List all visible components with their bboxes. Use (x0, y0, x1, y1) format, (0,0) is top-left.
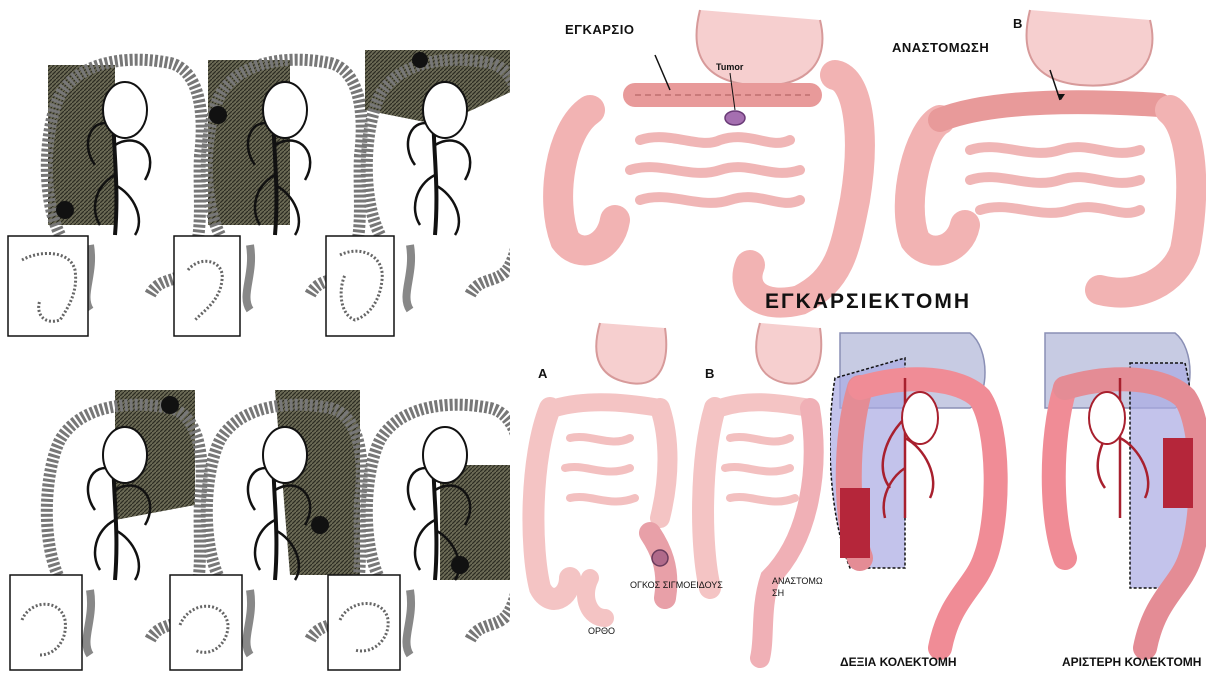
transverse-colectomy-panel: ΕΓΚΑΡΣΙΟ Tumor B ΑΝΑΣΤΟΜΩΣΗ (520, 0, 1206, 320)
bw-diagrams-svg (0, 0, 510, 675)
inset-box-4 (10, 575, 82, 670)
main-title: ΕΓΚΑΡΣΙΕΚΤΟΜΗ (765, 290, 971, 314)
inset-box-1 (8, 236, 88, 336)
inset-box-5 (170, 575, 242, 670)
transverse-illustration-svg (520, 0, 1206, 320)
label-anastomosis-line1: ΑΝΑΣΤΟΜΩ (772, 576, 823, 586)
label-right-colectomy: ΔΕΞΙΑ ΚΟΛΕΚΤΟΜΗ (840, 655, 957, 669)
sigmoid-after (703, 323, 821, 658)
label-tumor: Tumor (716, 62, 743, 72)
sigmoid-illustration-svg (510, 318, 830, 675)
bw-diagrams-panel (0, 0, 510, 675)
colectomy-illustration-svg (830, 318, 1206, 675)
colectomy-panel: ΔΕΞΙΑ ΚΟΛΕΚΤΟΜΗ ΑΡΙΣΤΕΡΗ ΚΟΛΕΚΤΟΜΗ (830, 318, 1206, 675)
label-panel-a: A (538, 366, 548, 381)
sigmoid-panel: A B ΟΓΚΟΣ ΣΙΓΜΟΕΙΔΟΥΣ ΟΡΘΟ ΑΝΑΣΤΟΜΩ ΣΗ (510, 318, 830, 675)
label-anastomosis-line2: ΣΗ (772, 588, 784, 598)
label-panel-b2: B (705, 366, 715, 381)
label-sigmoid-tumor: ΟΓΚΟΣ ΣΙΓΜΟΕΙΔΟΥΣ (630, 580, 723, 590)
before-resection-illustration (558, 10, 860, 303)
label-left-colectomy: ΑΡΙΣΤΕΡΗ ΚΟΛΕΚΤΟΜΗ (1062, 655, 1201, 669)
inset-box-6 (328, 575, 400, 670)
label-panel-b: B (1013, 16, 1023, 31)
label-egkarsio: ΕΓΚΑΡΣΙΟ (565, 22, 634, 37)
right-colectomy-illustration (830, 333, 996, 648)
sigmoid-before (533, 323, 668, 618)
inset-box-2 (174, 236, 240, 336)
inset-box-3 (326, 236, 394, 336)
label-anastomosi: ΑΝΑΣΤΟΜΩΣΗ (892, 40, 989, 55)
left-colectomy-illustration (1045, 333, 1201, 648)
label-rectum: ΟΡΘΟ (588, 626, 615, 636)
